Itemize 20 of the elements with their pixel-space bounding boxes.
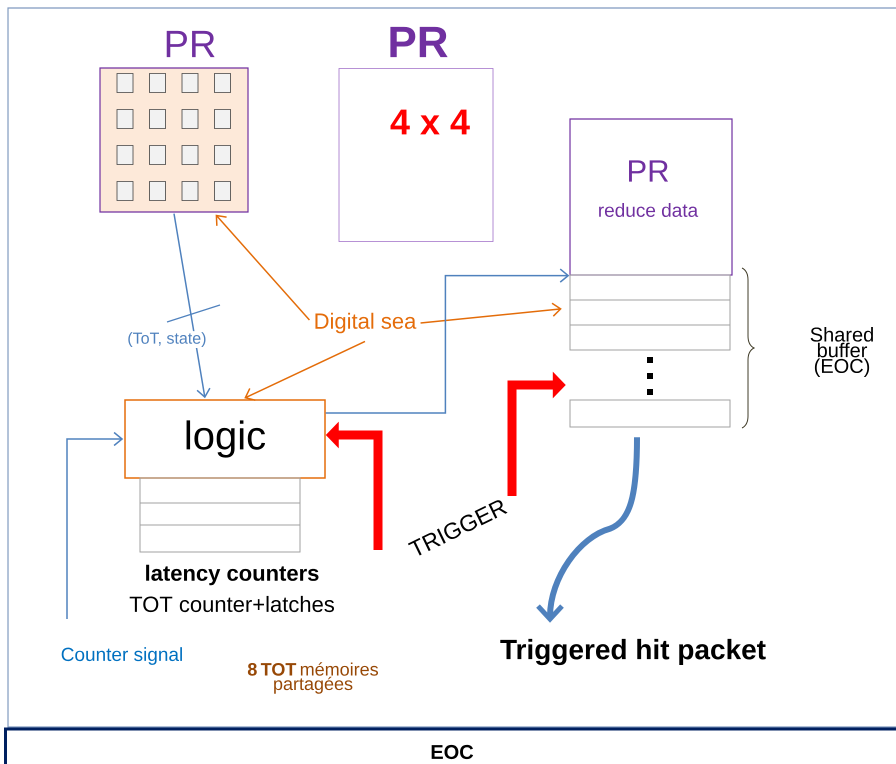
arrow bbox=[66, 432, 124, 619]
edge-label: (ToT, state) bbox=[126, 331, 208, 348]
arrow bbox=[173, 213, 211, 398]
arrow bbox=[216, 214, 310, 320]
arrow bbox=[326, 268, 570, 414]
brace-label: Shared buffer (EOC) bbox=[810, 327, 873, 377]
pixel-region-box: PR 4 x 4 bbox=[338, 26, 494, 242]
signal-label: Digital sea bbox=[315, 312, 416, 334]
note: 8 TOT mémoires partagées bbox=[248, 662, 378, 694]
arrow bbox=[420, 302, 562, 324]
counter-caption: TOT counter+latches bbox=[130, 596, 334, 612]
node-label: PR bbox=[390, 26, 448, 58]
output-label: Triggered hit packet bbox=[500, 638, 766, 666]
signal-label: Counter signal bbox=[62, 647, 182, 665]
arrow bbox=[244, 340, 366, 401]
arrow bbox=[536, 437, 640, 623]
counter-caption: latency counters bbox=[146, 564, 318, 586]
pixel-region-box: PR reduce data bbox=[569, 118, 733, 276]
eoc-band: EOC bbox=[4, 728, 896, 764]
logic-box: logic bbox=[124, 399, 326, 479]
